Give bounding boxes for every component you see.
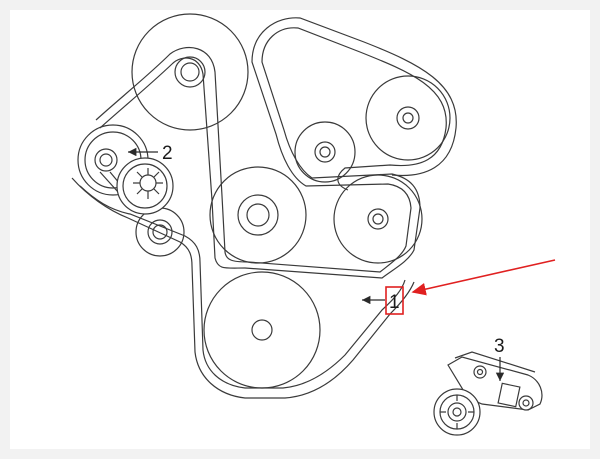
callout-1-highlight-box xyxy=(385,286,404,315)
idler-pulley-small xyxy=(294,121,356,183)
callout-2: 2 xyxy=(128,143,173,164)
callout-2-label: 2 xyxy=(162,143,173,164)
callout-1-label: 1 xyxy=(389,292,400,313)
tensioner-assembly xyxy=(433,351,543,436)
crankshaft-pulley xyxy=(203,271,321,389)
upper-left-pulley xyxy=(131,13,249,131)
callout-1: 1 xyxy=(362,259,556,315)
upper-right-pulley xyxy=(365,75,451,161)
alternator-pulley xyxy=(116,157,174,215)
red-pointer-arrow xyxy=(411,259,556,296)
right-pulley xyxy=(333,174,423,264)
callout-3-label: 3 xyxy=(494,336,505,357)
callout-3: 3 xyxy=(494,336,505,381)
lower-left-pulley xyxy=(135,207,185,257)
